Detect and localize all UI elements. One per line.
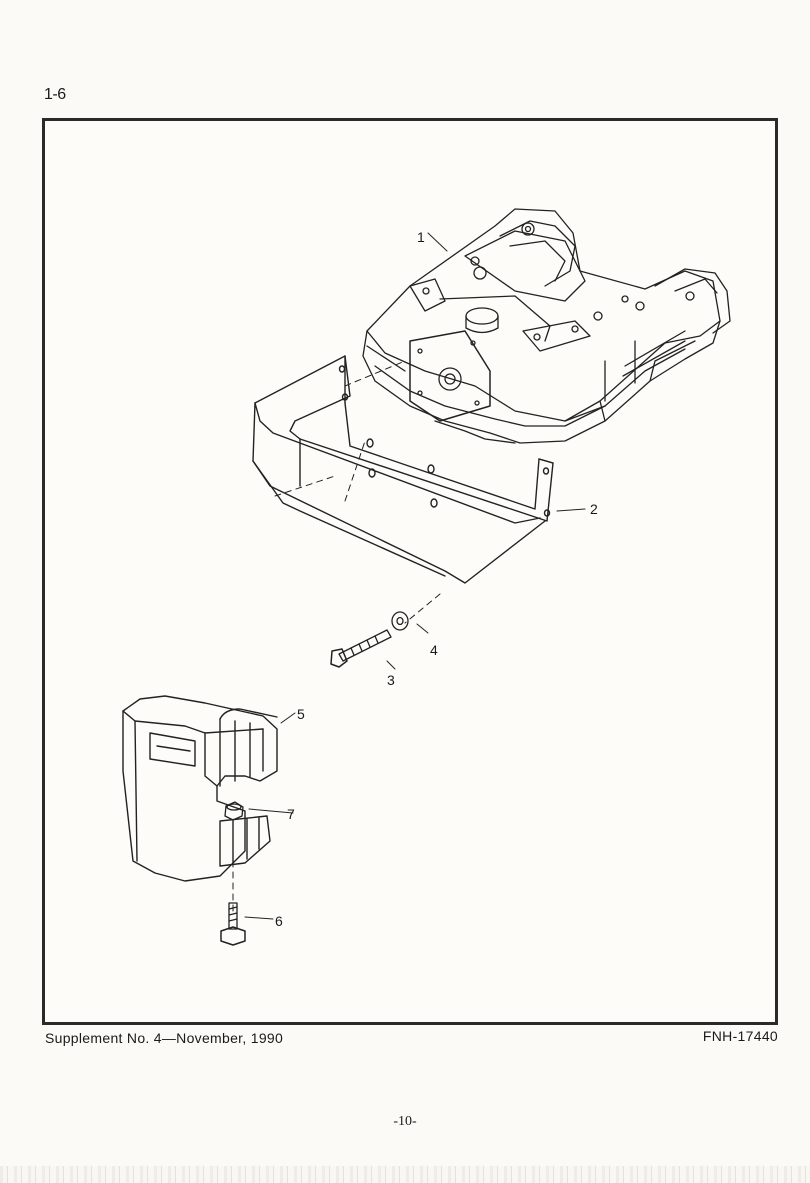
callout-7: 7 [287, 806, 295, 822]
lower-bolt-part [220, 902, 246, 946]
exploded-parts-diagram: 1 2 3 4 5 6 7 [122, 208, 731, 946]
callout-4: 4 [430, 642, 438, 658]
bumper-guard-part [252, 355, 554, 584]
callout-2: 2 [590, 501, 598, 517]
section-number: 1-6 [44, 86, 66, 103]
callout-1: 1 [417, 229, 425, 245]
document-code: FNH-17440 [702, 1028, 778, 1044]
alignment-lines [232, 360, 441, 912]
bolt-part [330, 629, 392, 668]
front-bracket-part [362, 208, 731, 444]
callout-3: 3 [387, 672, 395, 688]
washer-part [391, 611, 409, 631]
supplement-footer: Supplement No. 4—November, 1990 [45, 1030, 284, 1046]
callout-5: 5 [297, 706, 305, 722]
callout-6: 6 [275, 913, 283, 929]
weight-block-part [122, 695, 278, 882]
scan-edge [0, 1166, 810, 1183]
page-number: -10- [393, 1114, 417, 1129]
nut-part [224, 801, 244, 821]
leader-lines [244, 232, 586, 920]
illustration-frame: 1 2 3 4 5 6 7 [42, 118, 778, 1025]
